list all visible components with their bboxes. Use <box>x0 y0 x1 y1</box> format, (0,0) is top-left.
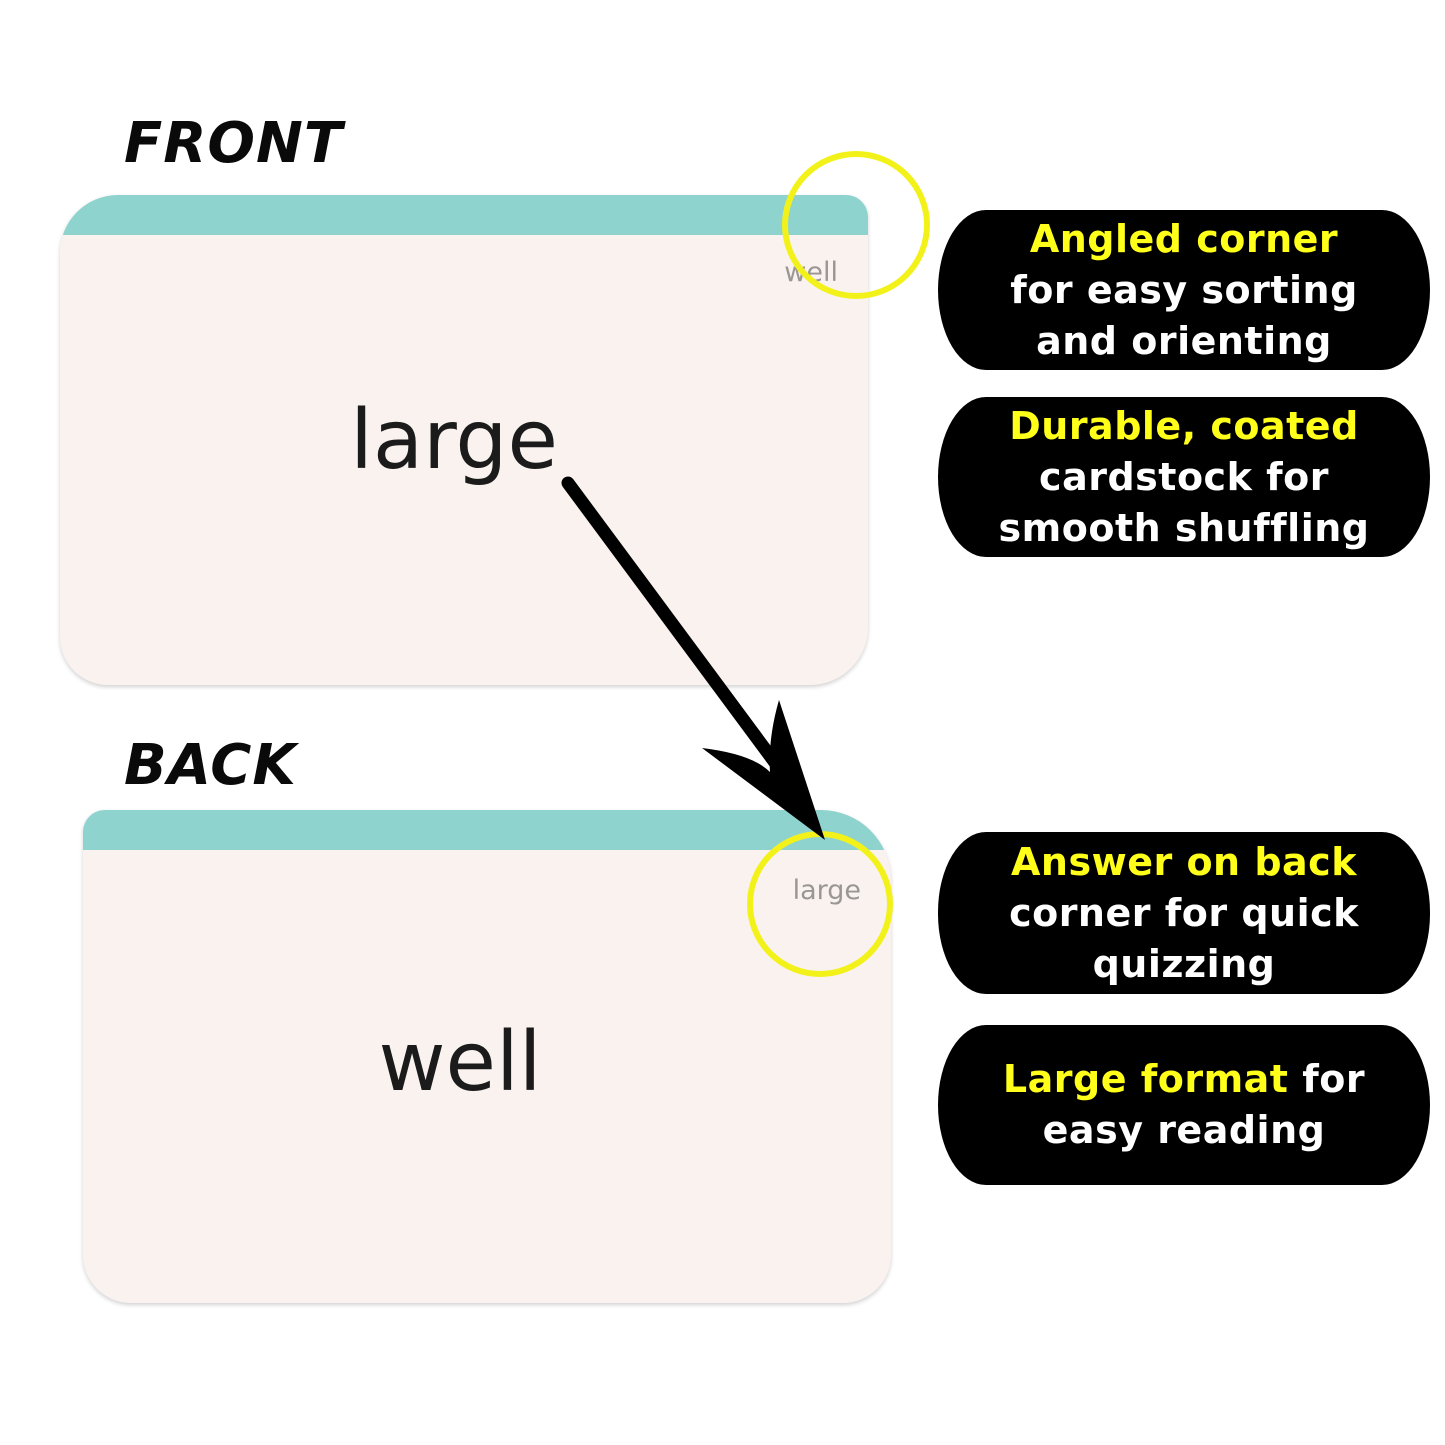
feature-highlight: Durable, coated <box>1009 403 1359 448</box>
flip-arrow-icon <box>561 476 789 779</box>
front-corner-highlight-circle <box>782 151 930 299</box>
feature-highlight: Large format <box>1002 1057 1289 1101</box>
back-card: large well <box>83 810 891 1303</box>
feature-large-format: Large format for easy reading <box>938 1025 1430 1185</box>
feature-durable-cardstock: Durable, coated cardstock for smooth shu… <box>938 397 1430 557</box>
feature-line: quizzing <box>1092 941 1276 986</box>
feature-highlight: Answer on back <box>1011 839 1357 884</box>
front-label: FRONT <box>124 111 344 176</box>
front-card: well large <box>60 195 868 685</box>
feature-answer-on-back: Answer on back corner for quick quizzing <box>938 832 1430 994</box>
back-label: BACK <box>124 733 297 798</box>
back-main-word: well <box>378 1015 542 1110</box>
back-corner-highlight-circle <box>747 831 893 977</box>
back-corner-answer: large <box>792 875 861 906</box>
card-color-stripe <box>83 810 891 850</box>
feature-line: corner for quick <box>1009 890 1359 935</box>
feature-line: for <box>1288 1057 1366 1101</box>
arrowhead-icon <box>702 700 825 840</box>
card-color-stripe <box>60 195 868 235</box>
feature-line: and orienting <box>1036 318 1332 363</box>
feature-angled-corner: Angled corner for easy sorting and orien… <box>938 210 1430 370</box>
feature-line: cardstock for <box>1039 454 1329 499</box>
feature-line: smooth shuffling <box>998 505 1370 550</box>
feature-line: easy reading <box>1042 1108 1326 1152</box>
front-main-word: large <box>350 393 558 488</box>
feature-highlight: Angled corner <box>1029 216 1339 261</box>
feature-line: for easy sorting <box>1010 267 1358 312</box>
